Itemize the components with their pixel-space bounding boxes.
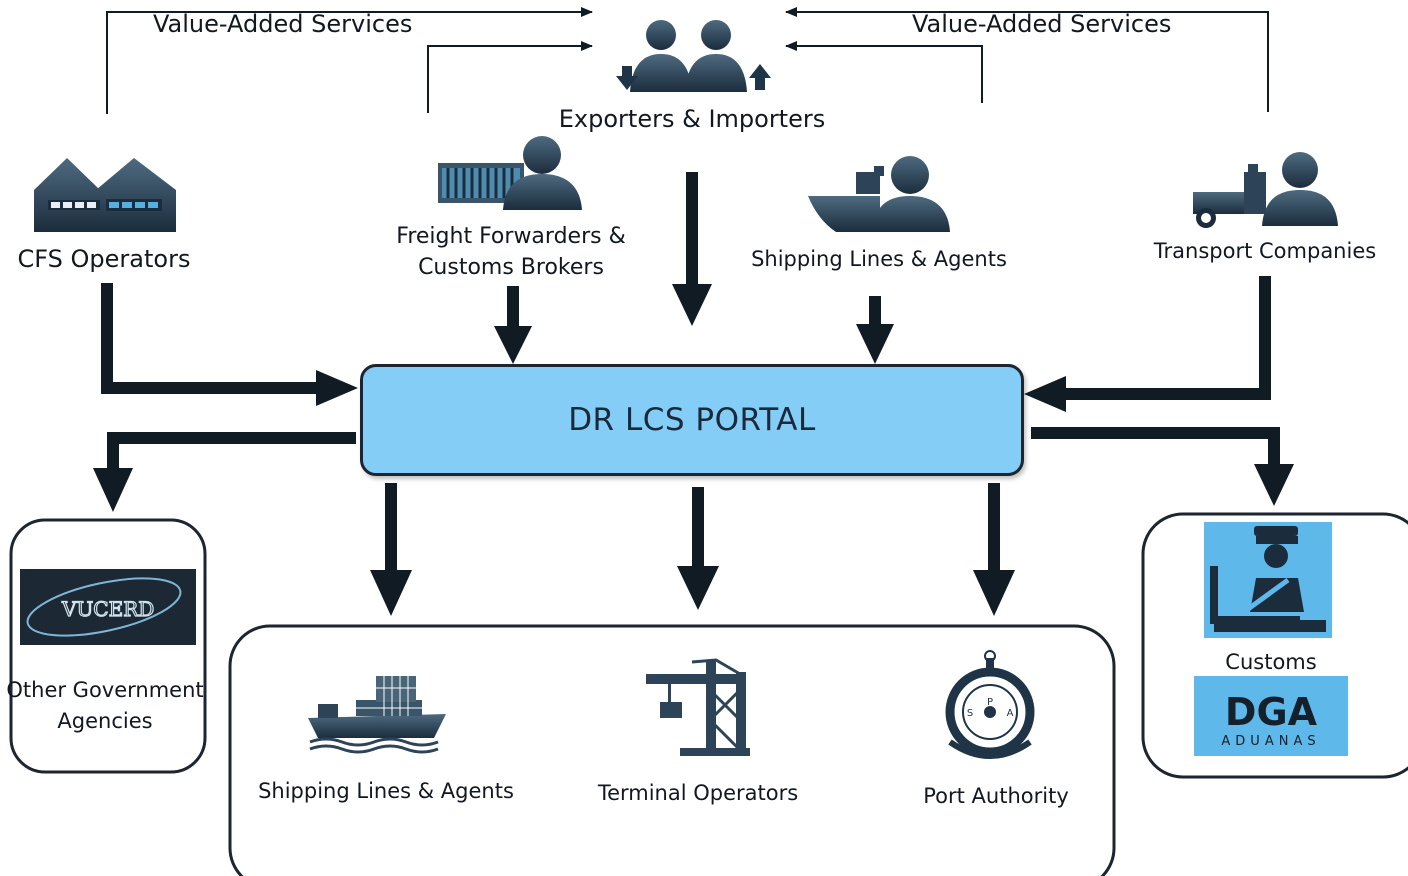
svg-text:ADUANAS: ADUANAS <box>1221 734 1320 749</box>
arrow-transport-to-portal <box>1064 276 1271 400</box>
vucerd-logo: VUCERD <box>20 569 196 645</box>
arrow-portal-to-other-gov <box>107 432 356 470</box>
warehouse-icon <box>34 158 176 232</box>
transport-companies-label: Transport Companies <box>1153 239 1377 263</box>
cargo-ship-icon <box>308 676 446 754</box>
value-added-arrow-left-outer <box>106 7 593 114</box>
dga-logo: DGA ADUANAS <box>1194 676 1348 756</box>
exporters-people-icon <box>616 20 771 92</box>
flow-arrow-heads <box>93 284 1294 616</box>
other-gov-box <box>9 518 207 774</box>
ship-person-icon <box>808 156 950 232</box>
dr-lcs-portal: DR LCS PORTAL <box>360 364 1024 476</box>
svg-text:A: A <box>1007 708 1014 719</box>
customs-label: Customs <box>1225 650 1317 674</box>
value-added-lines <box>106 7 1269 114</box>
agencies-label: Agencies <box>57 709 153 733</box>
flow-arrows <box>101 172 1280 572</box>
shipping-lines-top-label: Shipping Lines & Agents <box>751 247 1007 271</box>
arrow-cfs-to-portal <box>101 283 318 394</box>
portal-title: DR LCS PORTAL <box>568 402 816 438</box>
operators-box <box>228 624 1116 876</box>
value-added-label-left: Value-Added Services <box>153 10 413 38</box>
value-added-arrow-right-inner <box>785 41 983 103</box>
svg-text:S: S <box>967 708 973 719</box>
other-government-label: Other Government <box>6 678 204 702</box>
freight-forwarders-label: Freight Forwarders & <box>396 224 626 249</box>
value-added-arrow-right-outer <box>785 7 1269 112</box>
port-authority-label: Port Authority <box>923 784 1069 808</box>
shipping-lines-bottom-label: Shipping Lines & Agents <box>258 779 514 803</box>
customs-officer-icon <box>1204 522 1332 638</box>
port-authority-emblem: P S A <box>945 650 1035 759</box>
value-added-label-right: Value-Added Services <box>912 10 1172 38</box>
svg-text:DGA: DGA <box>1225 690 1318 734</box>
crane-icon <box>646 658 750 756</box>
container-person-icon <box>438 136 582 210</box>
cfs-operators-label: CFS Operators <box>17 245 191 273</box>
customs-box <box>1141 512 1408 779</box>
exporters-importers-label: Exporters & Importers <box>558 105 826 133</box>
value-added-arrow-left-inner <box>427 41 593 113</box>
svg-text:VUCERD: VUCERD <box>61 597 154 621</box>
terminal-operators-label: Terminal Operators <box>597 781 799 805</box>
truck-person-icon <box>1193 152 1338 228</box>
customs-brokers-label: Customs Brokers <box>418 255 604 280</box>
svg-text:P: P <box>987 697 993 708</box>
arrow-portal-to-customs <box>1031 427 1280 466</box>
